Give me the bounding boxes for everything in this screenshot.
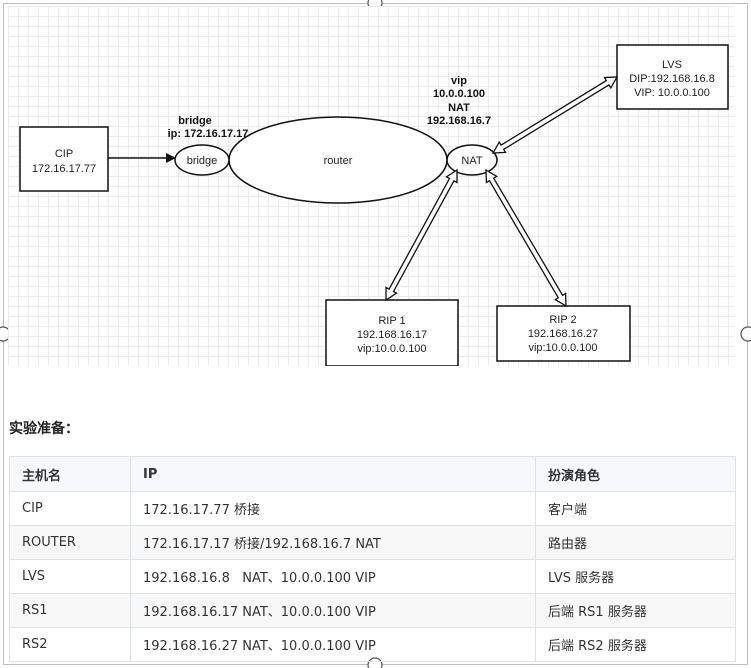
router-label: router xyxy=(324,155,353,167)
cell-hostname: LVS xyxy=(9,559,131,594)
cell-hostname: CIP xyxy=(9,491,131,526)
lvs-title: LVS xyxy=(662,59,682,71)
nat-lvs-double-arrow xyxy=(491,76,619,154)
rip2-node: RIP 2 192.168.16.27 vip:10.0.0.100 xyxy=(496,305,631,362)
cell-ip: 192.168.16.8 NAT、10.0.0.100 VIP xyxy=(130,559,536,594)
cell-role: LVS 服务器 xyxy=(535,559,736,594)
table-header-row: 主机名 IP 扮演角色 xyxy=(9,456,736,492)
cell-role: 后端 RS1 服务器 xyxy=(535,593,736,628)
rip1-title: RIP 1 xyxy=(378,315,405,327)
lvs-dip: DIP:192.168.16.8 xyxy=(629,73,715,85)
nat-node: NAT xyxy=(446,144,498,176)
cip-title: CIP xyxy=(55,148,73,160)
lvs-vip: VIP: 10.0.0.100 xyxy=(634,87,710,99)
cell-role: 客户端 xyxy=(535,491,736,526)
table-row: RS2 192.168.16.27 NAT、10.0.0.100 VIP 后端 … xyxy=(9,627,736,662)
bridge-label-name: bridge xyxy=(178,115,212,127)
cell-ip: 192.168.16.27 NAT、10.0.0.100 VIP xyxy=(130,627,536,662)
nat-label: vip 10.0.0.100 NAT 192.168.16.7 xyxy=(427,75,491,127)
cell-hostname: RS2 xyxy=(9,627,131,662)
nat-rip1-double-arrow xyxy=(385,168,458,302)
cell-ip: 172.16.17.17 桥接/192.168.16.7 NAT xyxy=(130,525,536,560)
nat-label-nat: NAT xyxy=(448,102,470,114)
network-diagram-canvas: CIP 172.16.17.77 bridge ip: 172.16.17.17… xyxy=(19,44,729,366)
lvs-node: LVS DIP:192.168.16.8 VIP: 10.0.0.100 xyxy=(616,44,729,110)
rip2-vip: vip:10.0.0.100 xyxy=(528,342,597,354)
network-diagram: CIP 172.16.17.77 bridge ip: 172.16.17.17… xyxy=(8,6,734,366)
cell-role: 后端 RS2 服务器 xyxy=(535,627,736,662)
header-hostname: 主机名 xyxy=(9,456,131,492)
nat-node-label: NAT xyxy=(461,155,482,167)
cell-role: 路由器 xyxy=(535,525,736,560)
cell-hostname: ROUTER xyxy=(9,525,131,560)
rip2-ip: 192.168.16.27 xyxy=(528,328,598,340)
section-heading: 实验准备： xyxy=(9,421,79,437)
bridge-label-ip: ip: 172.16.17.17 xyxy=(168,128,249,140)
nat-label-vip: vip xyxy=(451,75,467,87)
cell-hostname: RS1 xyxy=(9,593,131,628)
cip-ip: 172.16.17.77 xyxy=(32,163,96,175)
header-ip: IP xyxy=(130,456,536,492)
rip1-vip: vip:10.0.0.100 xyxy=(357,343,426,355)
table-row: LVS 192.168.16.8 NAT、10.0.0.100 VIP LVS … xyxy=(9,559,736,594)
table-row: CIP 172.16.17.77 桥接 客户端 xyxy=(9,491,736,526)
cip-node: CIP 172.16.17.77 xyxy=(19,126,109,192)
nat-rip2-double-arrow xyxy=(485,168,567,308)
cell-ip: 172.16.17.77 桥接 xyxy=(130,491,536,526)
nat-label-nat-ip: 192.168.16.7 xyxy=(427,115,491,127)
table-row: RS1 192.168.16.17 NAT、10.0.0.100 VIP 后端 … xyxy=(9,593,736,628)
router-node: router xyxy=(228,116,448,204)
header-role: 扮演角色 xyxy=(535,456,736,492)
rip2-title: RIP 2 xyxy=(549,314,576,326)
rip1-node: RIP 1 192.168.16.17 vip:10.0.0.100 xyxy=(325,299,459,366)
cell-ip: 192.168.16.17 NAT、10.0.0.100 VIP xyxy=(130,593,536,628)
resize-handle-right[interactable] xyxy=(740,326,751,342)
nat-label-vip-ip: 10.0.0.100 xyxy=(433,88,485,100)
host-table: 主机名 IP 扮演角色 CIP 172.16.17.77 桥接 客户端 ROUT… xyxy=(9,456,736,662)
bridge-node: bridge xyxy=(174,144,230,176)
bridge-node-label: bridge xyxy=(187,155,218,167)
rip1-ip: 192.168.16.17 xyxy=(357,329,427,341)
table-row: ROUTER 172.16.17.17 桥接/192.168.16.7 NAT … xyxy=(9,525,736,560)
